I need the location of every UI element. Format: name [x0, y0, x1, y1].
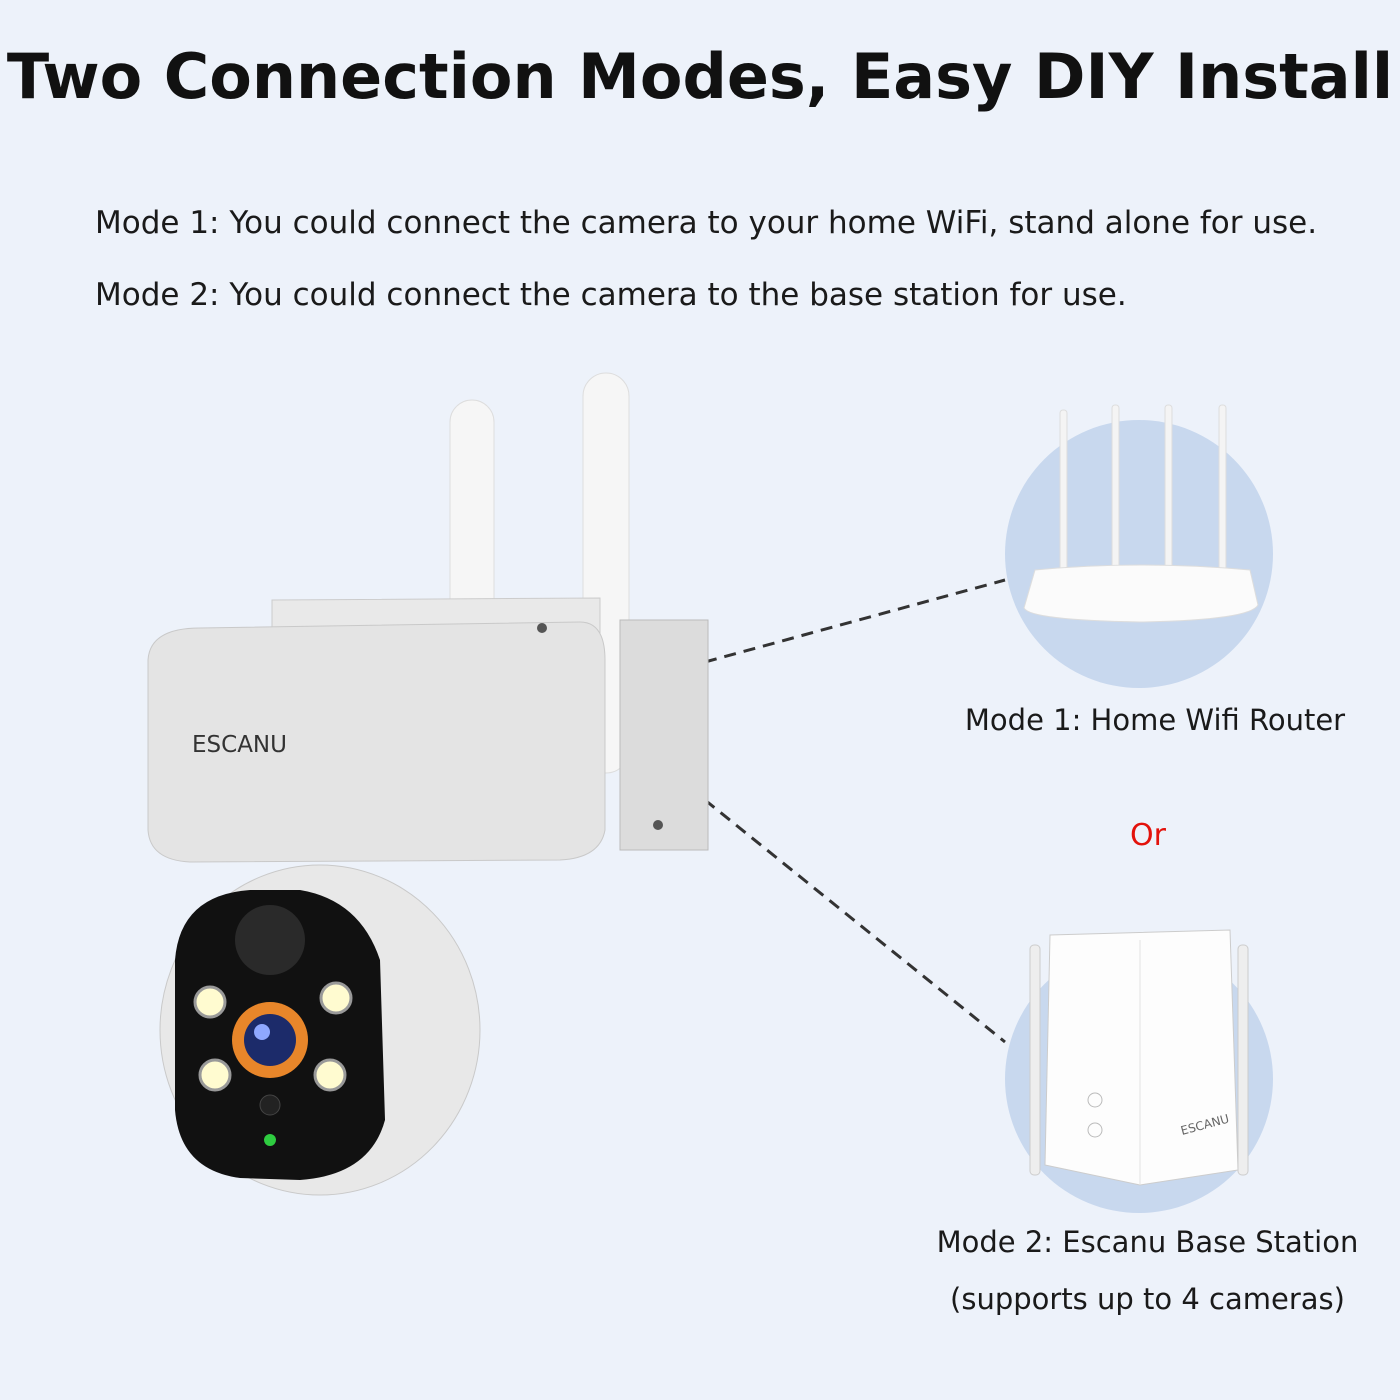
mode-2-description: Mode 2: You could connect the camera to …	[95, 277, 1127, 313]
or-separator: Or	[1130, 818, 1166, 853]
camera-brand: ESCANU	[192, 732, 287, 758]
page-title: Two Connection Modes, Easy DIY Install	[6, 40, 1394, 113]
router-caption: Mode 1: Home Wifi Router	[964, 703, 1346, 737]
connector-line-base-station	[704, 798, 1006, 1044]
router-backdrop-circle	[1005, 420, 1273, 688]
security-camera-illustration: ESCANU	[147, 372, 709, 1196]
base-station-caption: Mode 2: Escanu Base Station	[936, 1225, 1359, 1259]
router-icon	[1023, 404, 1259, 623]
base-station-subcaption: (supports up to 4 cameras)	[950, 1282, 1345, 1316]
base-station-icon: ESCANU	[1029, 929, 1249, 1186]
mode-1-description: Mode 1: You could connect the camera to …	[95, 205, 1318, 241]
connector-line-router	[704, 578, 1006, 664]
